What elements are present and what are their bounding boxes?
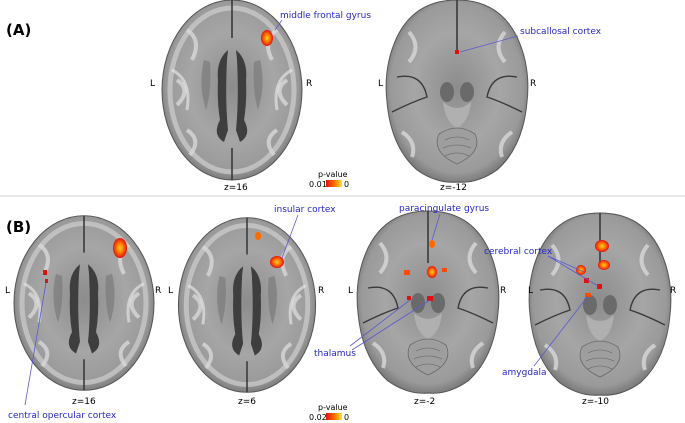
side-label-right: R bbox=[318, 286, 324, 296]
slice-b3: paracingulate gyrus thalamus L R z=-2 bbox=[314, 204, 506, 407]
side-label-left: L bbox=[378, 79, 383, 89]
activation-blob bbox=[584, 278, 589, 283]
label-central-opercular-cortex: central opercular cortex bbox=[8, 411, 117, 421]
side-label-left: L bbox=[168, 286, 173, 296]
activation-blob bbox=[261, 30, 273, 46]
activation-blob bbox=[270, 256, 284, 268]
colorbar bbox=[326, 180, 342, 187]
legend-min: 0.01 bbox=[309, 180, 327, 189]
leader-line bbox=[281, 214, 299, 259]
leader-line bbox=[351, 299, 431, 351]
activation-blob bbox=[255, 232, 261, 240]
label-insular-cortex: insular cortex bbox=[274, 205, 336, 215]
legend-max: 0 bbox=[344, 413, 349, 422]
side-label-right: R bbox=[155, 286, 161, 296]
activation-blob bbox=[427, 296, 433, 301]
activation-blob bbox=[585, 293, 591, 297]
slice-b1: L R z=16 central opercular cortex bbox=[5, 216, 161, 421]
leader-line bbox=[431, 213, 441, 241]
z-label: z=6 bbox=[238, 397, 256, 407]
z-label: z=-10 bbox=[582, 397, 609, 407]
label-thalamus: thalamus bbox=[314, 349, 356, 359]
side-label-right: R bbox=[500, 286, 506, 296]
pvalue-legend-b: p-value 0.02 0 bbox=[309, 403, 349, 422]
label-cerebral-cortex: cerebral cortex bbox=[484, 247, 553, 257]
activation-blob bbox=[404, 270, 410, 275]
leader-line bbox=[459, 35, 519, 53]
activation-blob bbox=[576, 265, 586, 275]
side-label-left: L bbox=[150, 79, 155, 89]
slice-b4: cerebral cortex amygdala L R z=-10 bbox=[484, 211, 676, 407]
side-label-left: L bbox=[528, 286, 533, 296]
activation-blob bbox=[595, 240, 609, 252]
activation-blob bbox=[113, 238, 127, 258]
activation-blob bbox=[43, 270, 47, 275]
leader-line bbox=[547, 255, 599, 287]
activation-blob bbox=[455, 50, 459, 54]
colorbar bbox=[326, 413, 342, 420]
legend-title: p-value bbox=[318, 170, 348, 179]
slice-b2: insular cortex L R z=6 bbox=[168, 205, 336, 407]
side-label-right: R bbox=[670, 286, 676, 296]
activation-blob bbox=[427, 266, 437, 278]
label-subcallosal-cortex: subcallosal cortex bbox=[520, 27, 602, 37]
slice-a2: subcallosal cortex L R z=-12 bbox=[378, 0, 602, 193]
side-label-left: L bbox=[5, 286, 10, 296]
activation-blob bbox=[429, 240, 435, 248]
leader-line bbox=[533, 295, 589, 367]
pvalue-legend-a: p-value 0.01 0 bbox=[309, 170, 349, 189]
legend-title: p-value bbox=[318, 403, 348, 412]
activation-blob bbox=[597, 284, 602, 289]
activation-blob bbox=[442, 268, 447, 272]
leader-line bbox=[547, 255, 585, 273]
side-label-left: L bbox=[348, 286, 353, 296]
slice-a1: middle frontal gyrus L R z=16 bbox=[150, 0, 371, 193]
leader-line bbox=[349, 299, 411, 347]
z-label: z=16 bbox=[224, 183, 248, 193]
legend-min: 0.02 bbox=[309, 413, 327, 422]
legend-max: 0 bbox=[344, 180, 349, 189]
activation-blob bbox=[407, 296, 411, 300]
activation-blob bbox=[45, 279, 48, 283]
z-label: z=-2 bbox=[414, 397, 435, 407]
side-label-right: R bbox=[306, 79, 312, 89]
activation-blob bbox=[598, 260, 610, 270]
label-amygdala: amygdala bbox=[502, 368, 547, 378]
label-middle-frontal-gyrus: middle frontal gyrus bbox=[280, 11, 371, 21]
label-paracingulate-gyrus: paracingulate gyrus bbox=[399, 204, 489, 214]
z-label: z=-12 bbox=[440, 183, 467, 193]
side-label-right: R bbox=[530, 79, 536, 89]
z-label: z=16 bbox=[72, 397, 96, 407]
panel-label-b: (B) bbox=[6, 218, 31, 236]
leader-line bbox=[274, 19, 283, 31]
panel-label-a: (A) bbox=[6, 21, 31, 39]
leader-line bbox=[24, 282, 47, 406]
